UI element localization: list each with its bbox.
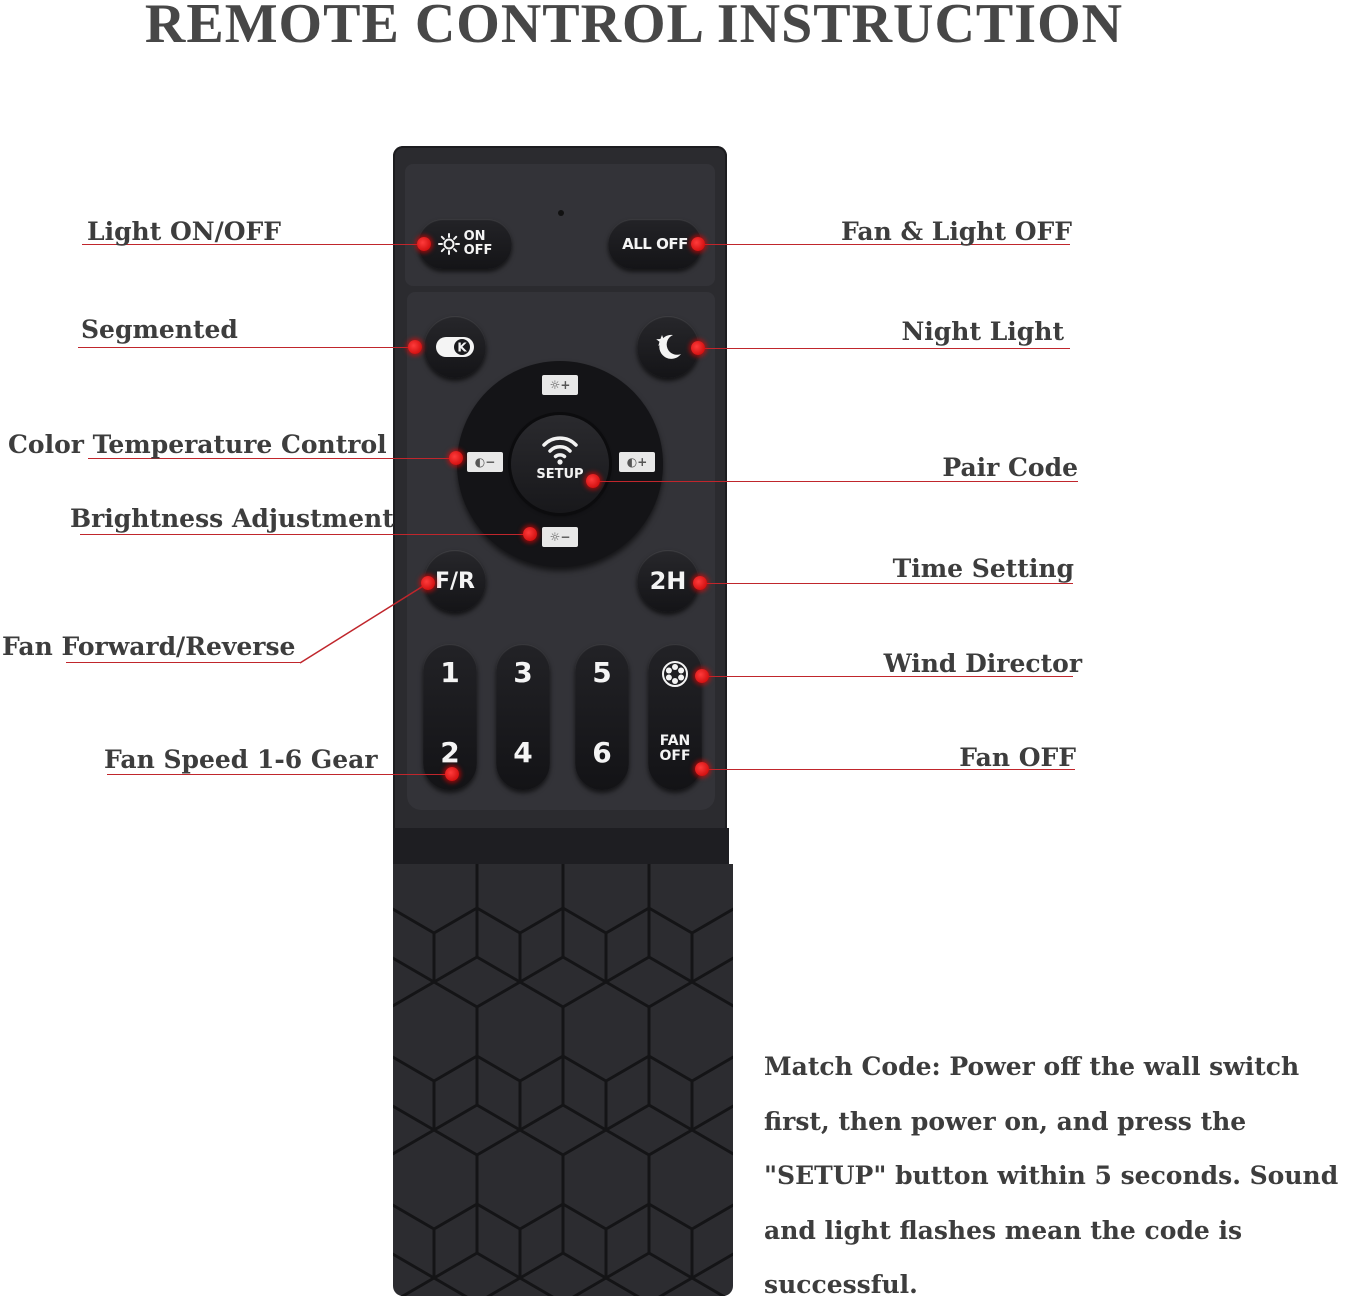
leader-fan-off bbox=[702, 769, 1075, 770]
leader-brightness bbox=[80, 534, 530, 535]
brightness-down-key[interactable]: ☼− bbox=[542, 527, 578, 547]
speed-6-label: 6 bbox=[592, 736, 612, 769]
marker-fan-off bbox=[695, 762, 709, 776]
label-fan-speed: Fan Speed 1-6 Gear bbox=[104, 745, 378, 774]
label-color-temperature: Color Temperature Control bbox=[8, 430, 387, 459]
speed-5-6-button[interactable]: 5 6 bbox=[575, 644, 629, 790]
speed-5-label: 5 bbox=[592, 656, 612, 689]
label-light-on-off: Light ON/OFF bbox=[87, 217, 282, 246]
label-fan-forward-reverse: Fan Forward/Reverse bbox=[2, 632, 296, 661]
color-temp-down-key[interactable]: ◐− bbox=[467, 452, 503, 472]
leader-wind-director bbox=[702, 676, 1073, 677]
page-title: REMOTE CONTROL INSTRUCTION bbox=[144, 0, 1124, 55]
fan-off-label-fan: FAN bbox=[659, 733, 691, 749]
hexagon-pattern bbox=[393, 864, 733, 1296]
speed-4-label: 4 bbox=[513, 736, 533, 769]
label-brightness: Brightness Adjustment bbox=[70, 504, 394, 533]
remote-control: ON OFF ALL OFF K ☼+ ☼− ◐− ◐+ bbox=[393, 146, 733, 1296]
label-segmented: Segmented bbox=[81, 315, 238, 344]
remote-grip-pattern bbox=[393, 864, 733, 1296]
marker-color-temperature bbox=[449, 451, 463, 465]
wifi-icon bbox=[542, 436, 578, 465]
speed-2-label: 2 bbox=[440, 736, 460, 769]
segment-k-letter: K bbox=[457, 341, 467, 355]
leader-fan-forward-reverse bbox=[66, 662, 300, 663]
leader-segmented bbox=[78, 347, 415, 348]
marker-time-setting bbox=[693, 576, 707, 590]
segmented-button[interactable]: K bbox=[424, 316, 486, 378]
wind-director-icon bbox=[662, 661, 688, 687]
leader-fan-speed bbox=[107, 774, 452, 775]
fan-off-label-off: OFF bbox=[659, 748, 691, 764]
all-off-label: ALL OFF bbox=[622, 235, 688, 253]
leader-fan-light-off bbox=[698, 244, 1070, 245]
speed-1-2-button[interactable]: 1 2 bbox=[423, 644, 477, 790]
leader-light-on-off bbox=[82, 244, 424, 245]
wind-fan-off-button[interactable]: FAN OFF bbox=[648, 644, 702, 790]
marker-fan-speed bbox=[445, 767, 459, 781]
sun-icon bbox=[437, 233, 460, 255]
light-on-off-button[interactable]: ON OFF bbox=[418, 219, 512, 269]
label-night-light: Night Light bbox=[901, 317, 1064, 346]
leader-color-temperature bbox=[88, 458, 456, 459]
ir-led bbox=[558, 210, 564, 216]
label-wind-director: Wind Director bbox=[883, 649, 1082, 678]
on-off-label-off: OFF bbox=[463, 243, 493, 258]
remote-band bbox=[393, 828, 729, 864]
marker-brightness bbox=[523, 527, 537, 541]
all-off-button[interactable]: ALL OFF bbox=[608, 219, 702, 269]
speed-1-label: 1 bbox=[440, 656, 460, 689]
label-pair-code: Pair Code bbox=[942, 453, 1078, 482]
marker-fan-light-off bbox=[691, 237, 705, 251]
speed-3-4-button[interactable]: 3 4 bbox=[496, 644, 550, 790]
marker-night-light bbox=[691, 341, 705, 355]
marker-segmented bbox=[408, 340, 422, 354]
marker-light-on-off bbox=[417, 237, 431, 251]
label-time-setting: Time Setting bbox=[892, 554, 1074, 583]
toggle-k-icon: K bbox=[436, 337, 474, 357]
speed-3-label: 3 bbox=[513, 656, 533, 689]
leader-pair-code bbox=[593, 481, 1078, 482]
leader-time-setting bbox=[700, 583, 1073, 584]
timer-label: 2H bbox=[649, 567, 687, 595]
timer-button[interactable]: 2H bbox=[637, 550, 699, 612]
marker-pair-code bbox=[586, 474, 600, 488]
marker-fan-forward-reverse bbox=[421, 576, 435, 590]
night-light-button[interactable] bbox=[637, 316, 699, 378]
fr-label: F/R bbox=[434, 568, 475, 594]
brightness-up-key[interactable]: ☼+ bbox=[542, 375, 578, 395]
setup-button[interactable]: SETUP bbox=[511, 415, 609, 513]
moon-star-icon bbox=[656, 334, 681, 359]
color-temp-up-key[interactable]: ◐+ bbox=[619, 452, 655, 472]
dpad: ☼+ ☼− ◐− ◐+ SETUP bbox=[457, 361, 663, 567]
label-fan-off: Fan OFF bbox=[959, 743, 1076, 772]
leader-fan-forward-reverse-diagonal bbox=[299, 582, 429, 664]
fan-forward-reverse-button[interactable]: F/R bbox=[424, 550, 486, 612]
on-off-label-on: ON bbox=[463, 229, 486, 244]
label-fan-light-off: Fan & Light OFF bbox=[841, 217, 1072, 246]
match-code-instruction: Match Code: Power off the wall switch fi… bbox=[764, 1052, 1339, 1299]
leader-night-light bbox=[698, 348, 1070, 349]
marker-wind-director bbox=[695, 669, 709, 683]
setup-label: SETUP bbox=[536, 467, 584, 482]
